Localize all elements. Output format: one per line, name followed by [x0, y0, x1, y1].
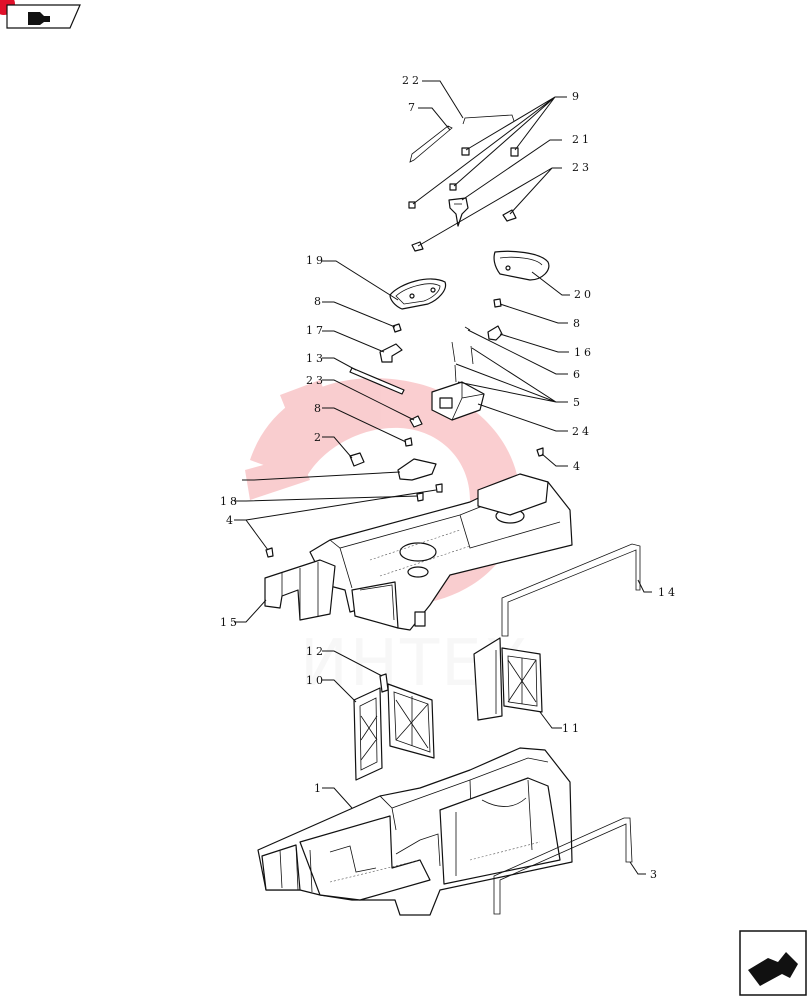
- callout-12: 12: [306, 645, 326, 658]
- part-10-filter-door: [353, 683, 435, 781]
- callout-16: 16: [574, 346, 594, 359]
- part-23-clip-c: [409, 415, 423, 428]
- callout-14: 14: [658, 586, 678, 599]
- callout-8: 8: [573, 317, 583, 330]
- callout-6: 6: [573, 368, 583, 381]
- callout-9: 9: [572, 90, 582, 103]
- part-16-clip: [487, 325, 503, 341]
- callout-4: 4: [573, 460, 583, 473]
- part-23-clip-a: [502, 209, 517, 222]
- part-20-plate: [493, 250, 550, 281]
- callout-3: 3: [650, 868, 660, 881]
- leader-lines: [234, 80, 652, 875]
- callout-15: 15: [220, 616, 240, 629]
- part-2-grommet: [349, 452, 365, 467]
- callout-1: 1: [314, 782, 324, 795]
- callout-4: 4: [226, 514, 236, 527]
- part-21-actuator: [448, 197, 469, 227]
- callout-17: 17: [306, 324, 326, 337]
- callout-21: 21: [572, 133, 592, 146]
- part-17-bracket: [379, 343, 403, 363]
- callout-19: 19: [306, 254, 326, 267]
- next-page-arrow-icon: [748, 952, 798, 986]
- part-6-pins: [451, 326, 474, 365]
- part-3-seal: [493, 817, 633, 915]
- callout-8: 8: [314, 402, 324, 415]
- part-11-filter: [473, 637, 543, 721]
- callout-2: 2: [314, 431, 324, 444]
- part-18-screw-b: [435, 483, 443, 493]
- callout-11: 11: [562, 722, 582, 735]
- callout-labels: 22 7 9 21 23 19 20 8 8 17 16 6 13 23 5 8…: [220, 74, 678, 881]
- part-4-screw-b: [265, 547, 274, 558]
- part-13-rod: [349, 367, 405, 395]
- callout-13: 13: [306, 352, 326, 365]
- callout-7: 7: [408, 101, 418, 114]
- part-12-strip: [379, 673, 389, 693]
- part-8-nut-a: [392, 323, 402, 333]
- callout-23: 23: [306, 374, 326, 387]
- part-7-wire: [409, 125, 453, 163]
- part-4-screw-a: [536, 447, 544, 457]
- part-5-screw: [454, 364, 457, 383]
- part-8-nut-b: [493, 298, 502, 308]
- callout-24: 24: [572, 425, 592, 438]
- next-page-button[interactable]: [739, 930, 807, 996]
- part-23-clip-b: [411, 241, 424, 252]
- part-24-motor: [431, 381, 485, 421]
- part-18-screw: [416, 492, 424, 502]
- callout-23: 23: [572, 161, 592, 174]
- part-1-lower-housing: [257, 747, 573, 916]
- callout-22: 22: [402, 74, 422, 87]
- part-22-rod: [462, 114, 515, 125]
- callout-5: 5: [573, 396, 583, 409]
- callout-10: 10: [306, 674, 326, 687]
- callout-18: 18: [220, 495, 240, 508]
- book-arrow-badge[interactable]: [0, 0, 81, 29]
- part-8-nut-c: [404, 437, 413, 447]
- callout-8: 8: [314, 295, 324, 308]
- callout-20: 20: [574, 288, 594, 301]
- part-14-seal: [501, 543, 641, 637]
- part-9-screws: [408, 147, 519, 209]
- part-lever: [397, 458, 437, 481]
- part-19-plate: [389, 278, 447, 310]
- book-arrow-icon: [28, 12, 50, 25]
- part-15-upper-housing: [264, 473, 573, 631]
